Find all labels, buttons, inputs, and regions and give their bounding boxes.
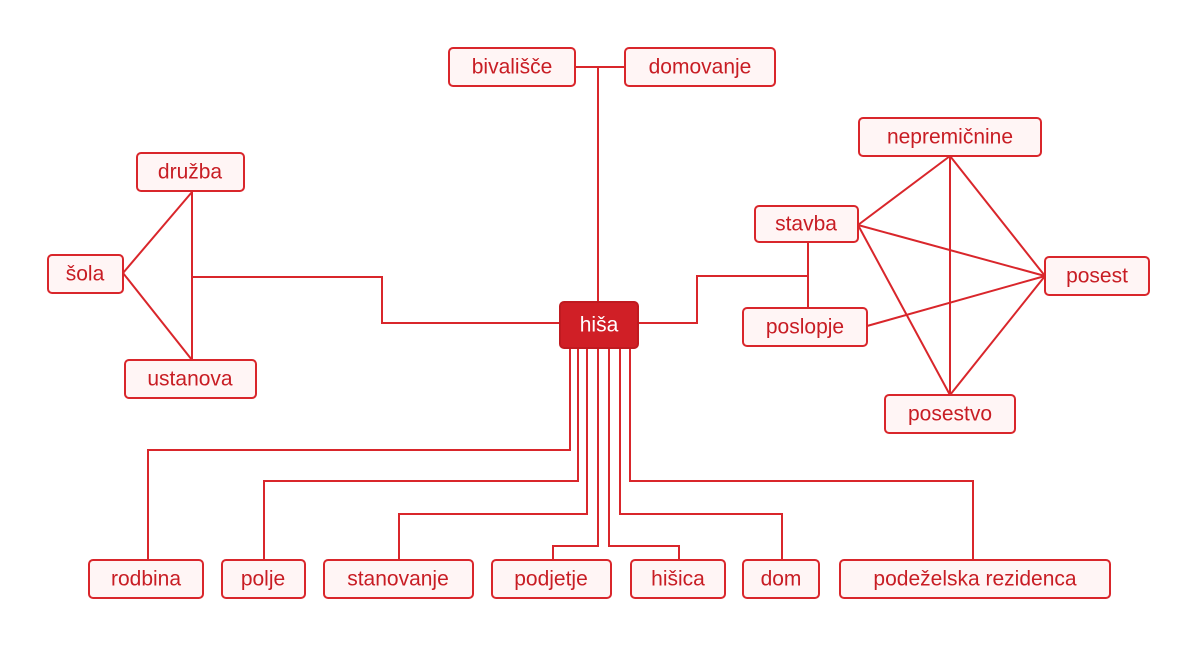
edge-center-podezelska <box>629 348 974 560</box>
node-stavba: stavba <box>754 205 859 243</box>
node-poslopje-label: poslopje <box>766 316 844 339</box>
edge-sola-ustanova <box>122 272 193 361</box>
node-nepremicnine: nepremičnine <box>858 117 1042 157</box>
node-stanovanje-label: stanovanje <box>347 568 449 591</box>
node-ustanova-label: ustanova <box>147 368 233 391</box>
edge-center-dom <box>619 348 783 560</box>
node-posest-label: posest <box>1066 265 1128 288</box>
node-rodbina-label: rodbina <box>111 568 181 591</box>
node-hisa: hiša <box>559 301 639 349</box>
node-podjetje-label: podjetje <box>514 568 588 591</box>
edge-stavba-posestvo <box>857 224 951 396</box>
node-bivalisce: bivališče <box>448 47 576 87</box>
edge-sola-druzba <box>122 191 193 274</box>
node-ustanova: ustanova <box>124 359 257 399</box>
node-domovanje: domovanje <box>624 47 776 87</box>
node-poslopje: poslopje <box>742 307 868 347</box>
edge-left-to-center <box>192 276 560 324</box>
edge-center-rodbina <box>147 348 571 560</box>
node-sola-label: šola <box>66 263 105 286</box>
node-posestvo-label: posestvo <box>908 403 992 426</box>
node-bivalisce-label: bivališče <box>472 56 553 79</box>
edge-nepremicnine-posest <box>949 155 1046 277</box>
edge-poslopje-posest <box>866 275 1046 327</box>
node-sola: šola <box>47 254 124 294</box>
node-posest: posest <box>1044 256 1150 296</box>
node-dom: dom <box>742 559 820 599</box>
edge-stavba-nepremicnine <box>857 155 951 226</box>
node-druzba-label: družba <box>158 161 223 184</box>
node-posestvo: posestvo <box>884 394 1016 434</box>
node-rodbina: rodbina <box>88 559 204 599</box>
edge-center-podjetje <box>552 348 599 560</box>
nodes: hiša bivališče domovanje družba šola ust… <box>47 47 1150 599</box>
node-stavba-label: stavba <box>775 213 837 236</box>
node-podezelska-rezidenca-label: podeželska rezidenca <box>873 568 1076 591</box>
edges <box>122 66 1046 560</box>
node-domovanje-label: domovanje <box>649 56 752 79</box>
node-druzba: družba <box>136 152 245 192</box>
node-podjetje: podjetje <box>491 559 612 599</box>
edge-center-hisica <box>608 348 680 560</box>
node-nepremicnine-label: nepremičnine <box>887 126 1013 149</box>
node-polje-label: polje <box>241 568 285 591</box>
edge-center-to-right <box>638 275 808 324</box>
node-hisica-label: hišica <box>651 568 705 591</box>
node-hisica: hišica <box>630 559 726 599</box>
node-dom-label: dom <box>761 568 802 591</box>
edge-stavba-posest <box>857 224 1046 277</box>
node-polje: polje <box>221 559 306 599</box>
edge-center-polje <box>263 348 579 560</box>
edge-center-stanovanje <box>398 348 588 560</box>
node-podezelska-rezidenca: podeželska rezidenca <box>839 559 1111 599</box>
node-stanovanje: stanovanje <box>323 559 474 599</box>
edge-posestvo-posest <box>949 275 1046 396</box>
node-hisa-label: hiša <box>580 314 619 337</box>
